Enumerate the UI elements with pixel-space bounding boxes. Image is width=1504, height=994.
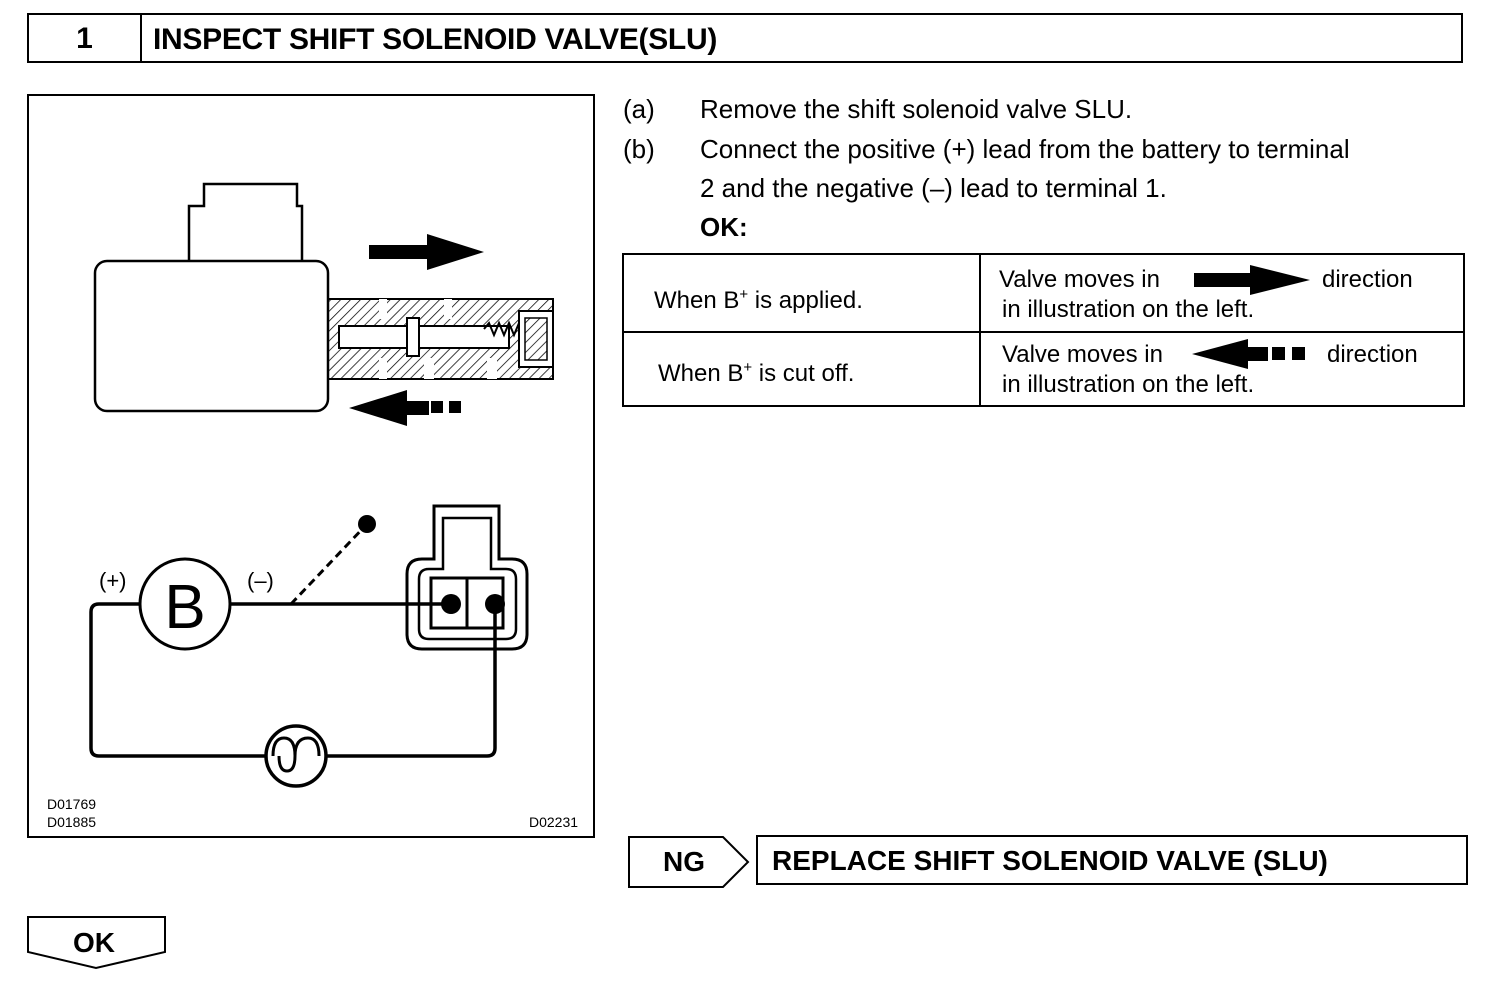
solenoid-circuit-illustration: B (+) (–)	[89, 182, 554, 788]
table-row-direction: direction	[1327, 341, 1418, 368]
table-row-result-line2: in illustration on the left.	[1002, 296, 1255, 323]
inspection-table: When B+ is applied. Valve moves in direc…	[622, 253, 1465, 407]
table-row-condition: When B+ is applied.	[654, 286, 863, 314]
step-label: (a)	[623, 94, 655, 124]
step-label: (b)	[623, 134, 655, 164]
svg-text:B: B	[164, 573, 205, 642]
ng-tag: NG	[628, 836, 750, 888]
solenoid-body	[93, 259, 330, 413]
step-title: INSPECT SHIFT SOLENOID VALVE(SLU)	[153, 23, 718, 56]
table-row-result: Valve moves in	[999, 266, 1160, 293]
test-lamp-icon	[264, 724, 328, 788]
step-number: 1	[29, 15, 142, 61]
figure-code: D01769	[47, 796, 97, 812]
positive-terminal-label: (+)	[99, 568, 127, 593]
figure-code: D02231	[529, 814, 579, 830]
positive-wire	[89, 602, 266, 758]
step-text: Connect the positive (+) lead from the b…	[700, 134, 1350, 164]
connector-icon	[405, 504, 529, 651]
arrow-right-solid-icon	[1194, 265, 1310, 295]
valve-section	[327, 298, 554, 380]
table-row-direction: direction	[1322, 266, 1413, 293]
battery-symbol: B	[138, 557, 232, 651]
figure-code: D01885	[47, 814, 97, 830]
step-header: 1 INSPECT SHIFT SOLENOID VALVE(SLU)	[27, 13, 1463, 63]
ok-tag: OK	[27, 916, 166, 970]
step-text: Remove the shift solenoid valve SLU.	[700, 94, 1133, 124]
arrow-left-dashed-icon	[349, 390, 461, 426]
switch-dashed-lead	[289, 522, 369, 606]
illustration-panel: B (+) (–) D01769 D01885 D02231	[27, 94, 595, 838]
negative-terminal-label: (–)	[247, 568, 274, 593]
ng-action: REPLACE SHIFT SOLENOID VALVE (SLU)	[756, 835, 1468, 885]
svg-text:NG: NG	[663, 846, 705, 877]
arrow-right-solid-icon	[369, 234, 484, 270]
lamp-return-wire	[326, 604, 497, 758]
svg-text:OK: OK	[73, 927, 115, 958]
solenoid-cap	[187, 182, 304, 261]
table-row-condition: When B+ is cut off.	[658, 359, 855, 387]
table-row-result: Valve moves in	[1002, 341, 1163, 368]
table-row-result-line2: in illustration on the left.	[1002, 371, 1255, 398]
ok-criteria-label: OK:	[700, 212, 748, 242]
step-text: 2 and the negative (–) lead to terminal …	[700, 173, 1167, 203]
arrow-left-dashed-icon	[1192, 339, 1305, 369]
